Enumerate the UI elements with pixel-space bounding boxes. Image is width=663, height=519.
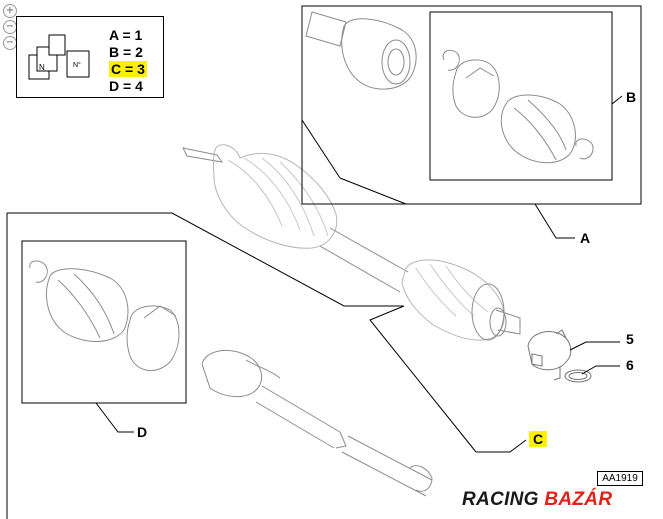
leader-c-mid [369,305,477,453]
inner-driveshaft-c [201,349,433,497]
racing-bazar-logo: RACING BAZÁR [462,489,612,511]
zoom-out-button[interactable]: − [3,20,17,34]
package-icon-right-label: N° [73,61,81,69]
boot-kit-b-parts [442,49,594,164]
callout-b: B [626,89,637,105]
circlip-part-6 [564,369,592,383]
logo-word-racing: RACING [462,489,539,510]
legend-line-a: A = 1 [109,27,143,43]
callout-c: C [529,431,548,447]
legend-line-c: C = 3 [109,61,147,77]
leader-d-label [95,402,134,433]
leader-c-label [476,439,527,453]
leader-c-top [7,212,404,307]
legend-line-d: D = 4 [109,78,143,94]
callout-a: A [580,230,591,246]
legend-line-b: B = 2 [109,44,143,60]
leader-a-label [534,203,575,239]
zoom-in-button[interactable]: + [3,4,17,18]
leader-a-top [301,119,341,179]
callout-part-5: 5 [626,331,634,347]
package-icon-left-label: N [39,63,45,72]
box-d-outline [21,240,187,404]
leader-6 [581,365,620,375]
outer-cv-joint-detail [305,11,417,90]
quantity-legend: N N° A = 1 B = 2 C = 3 D = 4 [16,16,164,98]
callout-d: D [137,424,148,440]
tripod-joint-part-5 [527,329,572,381]
leader-a-bottom [339,177,407,205]
legend-line-c-highlight: C = 3 [109,61,147,77]
callout-part-6: 6 [626,357,634,373]
logo-word-bazar: BAZÁR [544,489,613,510]
boot-kit-d-parts [29,260,180,371]
main-driveshaft [182,144,521,341]
leader-5 [569,341,620,351]
box-b-outline [429,11,613,181]
package-count-icon: N N° [28,34,90,80]
leader-b-label [611,95,623,105]
box-a-outline [301,5,642,205]
drawing-reference-code: AA1919 [597,471,643,486]
zoom-out-button-2[interactable]: − [3,36,17,50]
